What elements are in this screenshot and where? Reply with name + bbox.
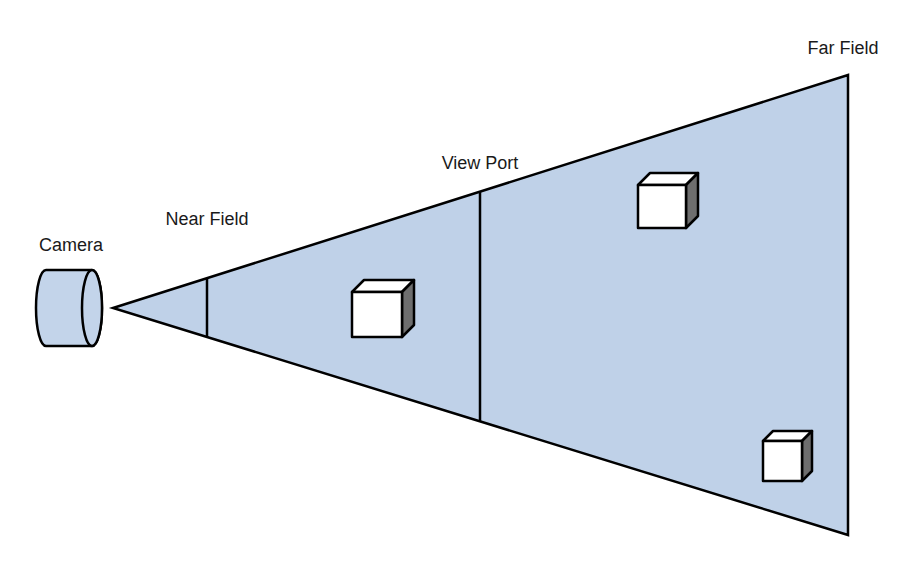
viewport-label: View Port: [442, 154, 519, 174]
near-field-label: Near Field: [165, 210, 248, 230]
cube: [763, 431, 812, 481]
far-field-label: Far Field: [807, 39, 878, 59]
camera-icon: [36, 270, 102, 346]
viewport-line: [479, 192, 482, 421]
near-plane-line: [206, 278, 209, 337]
cube: [638, 173, 698, 228]
cube: [352, 280, 414, 337]
view-frustum: [113, 75, 848, 535]
camera-label: Camera: [39, 236, 103, 256]
